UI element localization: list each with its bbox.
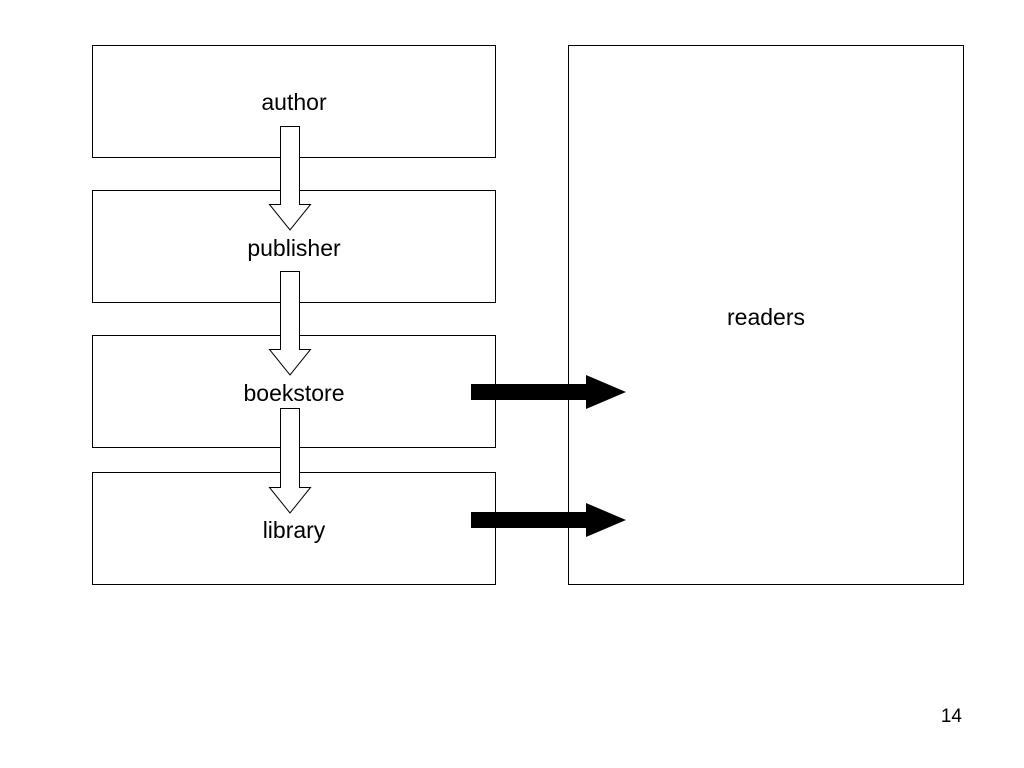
page-number: 14 <box>940 706 962 727</box>
boekstore-to-library-arrow <box>268 408 312 514</box>
author-label: author <box>261 89 327 115</box>
publisher-label: publisher <box>247 235 341 261</box>
publisher-to-boekstore-arrow <box>268 271 312 376</box>
boekstore-to-readers-arrow <box>471 375 626 409</box>
readers-box <box>568 45 964 585</box>
readers-label: readers <box>727 304 805 330</box>
library-to-readers-arrow <box>471 503 626 537</box>
boekstore-label: boekstore <box>243 380 344 406</box>
author-to-publisher-arrow <box>268 126 312 231</box>
library-label: library <box>263 517 326 543</box>
